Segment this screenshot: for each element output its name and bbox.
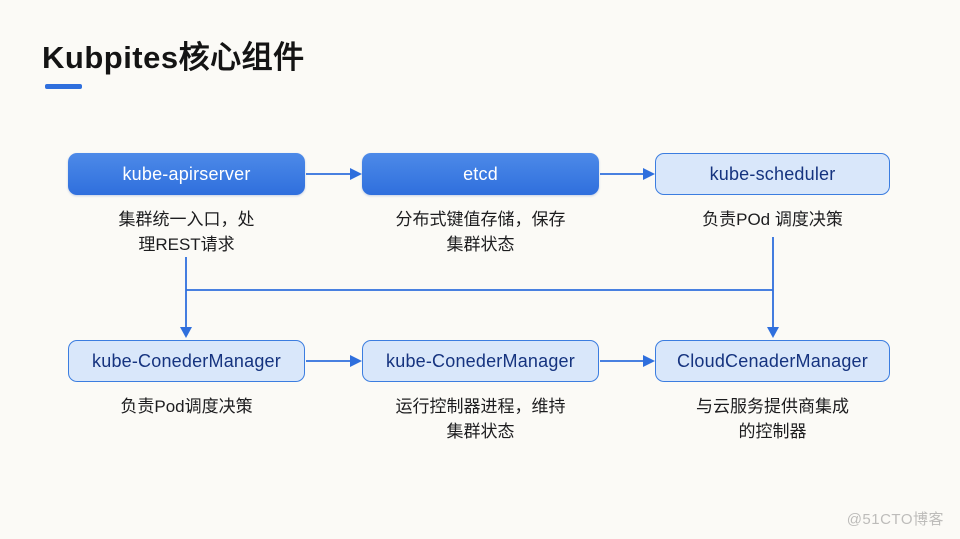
node-kube-scheduler-desc: 负责POd 调度决策 xyxy=(702,210,843,229)
node-etcd-desc: 分布式键值存储，保存 集群状态 xyxy=(395,210,566,254)
node-kube-apirserver-box: kube-apirserver xyxy=(68,153,305,195)
node-kube-conedermanager-2: kube-ConederManager 运行控制器进程，维持 集群状态 xyxy=(362,340,599,444)
arrow-scheduler-down-to-cloudmanager xyxy=(767,237,779,338)
node-kube-scheduler: kube-scheduler 负责POd 调度决策 xyxy=(655,153,890,233)
node-kube-conedermanager-2-desc: 运行控制器进程，维持 集群状态 xyxy=(395,397,566,441)
node-cloudcenadermanager: CloudCenaderManager 与云服务提供商集成 的控制器 xyxy=(655,340,890,444)
node-kube-apirserver-desc: 集群统一入口，处 理REST请求 xyxy=(118,210,255,254)
arrow-apirserver-to-etcd xyxy=(306,168,362,180)
watermark: @51CTO博客 xyxy=(846,511,944,528)
arrow-etcd-to-scheduler xyxy=(600,168,655,180)
node-kube-conedermanager-1-desc: 负责Pod调度决策 xyxy=(120,397,253,416)
node-etcd: etcd 分布式键值存储，保存 集群状态 xyxy=(362,153,599,257)
node-kube-conedermanager-2-box: kube-ConederManager xyxy=(362,340,599,382)
arrow-conedermanager1-to-conedermanager2 xyxy=(306,355,362,367)
node-kube-conedermanager-1: kube-ConederManager 负责Pod调度决策 xyxy=(68,340,305,420)
node-cloudcenadermanager-desc: 与云服务提供商集成 的控制器 xyxy=(696,397,849,441)
arrow-conedermanager2-to-cloudmanager xyxy=(600,355,655,367)
node-etcd-box: etcd xyxy=(362,153,599,195)
page-title: Kubpites核心组件 xyxy=(42,40,305,75)
node-kube-scheduler-box: kube-scheduler xyxy=(655,153,890,195)
node-kube-apirserver: kube-apirserver 集群统一入口，处 理REST请求 xyxy=(68,153,305,257)
node-kube-conedermanager-1-box: kube-ConederManager xyxy=(68,340,305,382)
node-cloudcenadermanager-box: CloudCenaderManager xyxy=(655,340,890,382)
title-underline xyxy=(45,84,82,89)
arrow-apirserver-down-to-conedermanager xyxy=(180,257,192,338)
